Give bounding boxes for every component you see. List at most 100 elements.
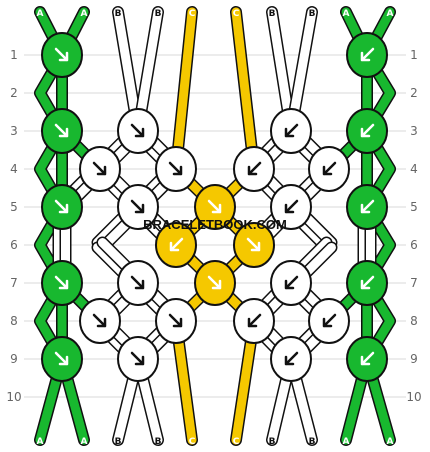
top-thread-label: B — [115, 9, 122, 19]
knot — [155, 298, 197, 344]
knot-grid — [41, 32, 388, 382]
knot-down-left-arrow-icon — [360, 123, 375, 138]
knot-down-right-arrow-icon — [130, 351, 145, 366]
yellow-strand — [171, 7, 197, 174]
knot-down-left-arrow-icon — [169, 237, 184, 252]
knot — [270, 184, 312, 230]
knot-down-left-arrow-icon — [284, 275, 299, 290]
row-number-left: 10 — [6, 390, 21, 404]
knot-down-left-arrow-icon — [247, 313, 262, 328]
row-number-left: 4 — [10, 162, 18, 176]
knot-down-right-arrow-icon — [92, 313, 107, 328]
bottom-thread-label: A — [387, 437, 394, 447]
knot — [155, 146, 197, 192]
bottom-thread-label: A — [81, 437, 88, 447]
bottom-thread-label: A — [37, 437, 44, 447]
knot-down-right-arrow-icon — [130, 123, 145, 138]
knot — [346, 260, 388, 306]
knot-down-left-arrow-icon — [322, 161, 337, 176]
top-thread-label: C — [233, 9, 240, 19]
row-number-left: 7 — [10, 276, 18, 290]
top-thread-label: B — [309, 9, 316, 19]
knot-down-left-arrow-icon — [284, 351, 299, 366]
top-thread-label: A — [81, 9, 88, 19]
bottom-thread-label: B — [115, 437, 122, 447]
knot-down-left-arrow-icon — [360, 351, 375, 366]
bottom-thread-label: B — [155, 437, 162, 447]
knot — [79, 146, 121, 192]
knot-down-right-arrow-icon — [207, 199, 222, 214]
row-number-left: 1 — [10, 48, 18, 62]
knot — [79, 298, 121, 344]
row-number-left: 9 — [10, 352, 18, 366]
knot-down-left-arrow-icon — [360, 275, 375, 290]
bottom-thread-label: A — [343, 437, 350, 447]
knot-down-right-arrow-icon — [130, 199, 145, 214]
row-number-left: 3 — [10, 124, 18, 138]
row-number-right: 2 — [410, 86, 418, 100]
knot — [233, 146, 275, 192]
knot — [233, 298, 275, 344]
knot — [41, 108, 83, 154]
row-number-left: 8 — [10, 314, 18, 328]
site-watermark: BRACELETBOOK.COM — [143, 217, 287, 232]
row-number-left: 2 — [10, 86, 18, 100]
knot-down-right-arrow-icon — [246, 237, 261, 252]
knot — [270, 336, 312, 382]
knot — [41, 336, 83, 382]
row-number-right: 5 — [410, 200, 418, 214]
yellow-strand — [231, 7, 259, 174]
knot — [117, 260, 159, 306]
knot-down-right-arrow-icon — [54, 351, 69, 366]
top-thread-label: B — [269, 9, 276, 19]
row-number-right: 8 — [410, 314, 418, 328]
knot — [117, 184, 159, 230]
row-number-right: 3 — [410, 124, 418, 138]
row-number-right: 1 — [410, 48, 418, 62]
knot-down-left-arrow-icon — [284, 123, 299, 138]
row-number-left: 5 — [10, 200, 18, 214]
top-thread-label: B — [155, 9, 162, 19]
row-number-left: 6 — [10, 238, 18, 252]
bottom-thread-label: C — [189, 437, 196, 447]
knot-down-right-arrow-icon — [92, 161, 107, 176]
row-number-right: 7 — [410, 276, 418, 290]
top-thread-label: A — [343, 9, 350, 19]
knot — [233, 222, 275, 268]
top-thread-label: A — [387, 9, 394, 19]
knot — [41, 32, 83, 78]
bottom-thread-label: B — [269, 437, 276, 447]
knot-down-left-arrow-icon — [360, 47, 375, 62]
knot — [41, 260, 83, 306]
knot — [41, 184, 83, 230]
knot — [308, 298, 350, 344]
knot — [346, 32, 388, 78]
knot — [155, 222, 197, 268]
knot — [308, 146, 350, 192]
knot — [194, 260, 236, 306]
knot-down-right-arrow-icon — [130, 275, 145, 290]
knot-down-right-arrow-icon — [54, 275, 69, 290]
knot-down-right-arrow-icon — [207, 275, 222, 290]
knot-down-right-arrow-icon — [54, 47, 69, 62]
bottom-thread-label: C — [233, 437, 240, 447]
knot — [194, 184, 236, 230]
row-number-right: 9 — [410, 352, 418, 366]
knot — [270, 260, 312, 306]
top-thread-label: A — [37, 9, 44, 19]
knot — [117, 108, 159, 154]
knot — [117, 336, 159, 382]
knot-down-left-arrow-icon — [322, 313, 337, 328]
knot — [346, 108, 388, 154]
bottom-thread-label: B — [309, 437, 316, 447]
knot — [346, 184, 388, 230]
knot — [270, 108, 312, 154]
knot-down-right-arrow-icon — [168, 161, 183, 176]
knot-down-left-arrow-icon — [247, 161, 262, 176]
knot-down-left-arrow-icon — [284, 199, 299, 214]
row-number-right: 10 — [406, 390, 421, 404]
knot — [346, 336, 388, 382]
